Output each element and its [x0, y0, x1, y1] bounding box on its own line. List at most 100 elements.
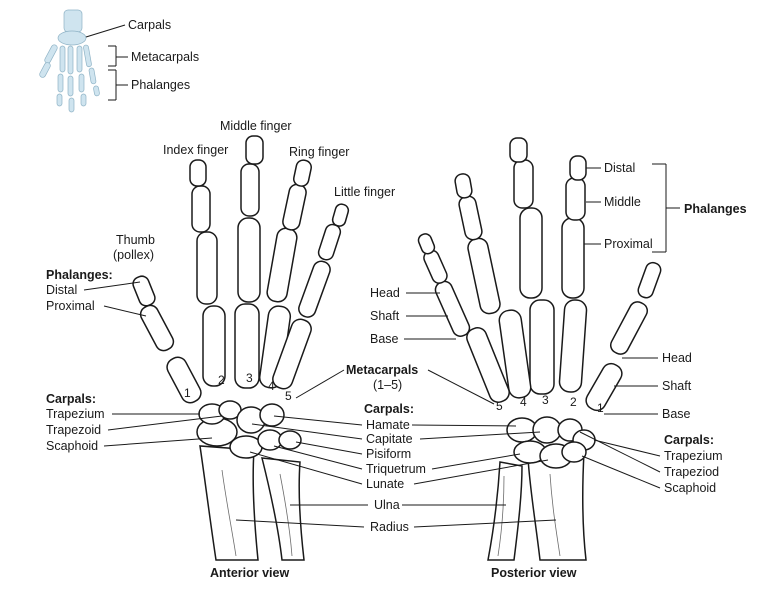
anterior-middle-proximal — [237, 217, 261, 303]
posterior-index-distal — [569, 155, 587, 181]
posterior-index-proximal — [561, 217, 585, 299]
posterior-trapezoid-label: Trapeziod — [664, 465, 719, 479]
posterior-head-right-label: Head — [662, 351, 692, 365]
posterior-little-proximal — [434, 280, 471, 337]
label-index-finger: Index finger — [163, 143, 228, 157]
posterior-view-label: Posterior view — [491, 566, 577, 580]
anterior-index-proximal — [196, 231, 218, 305]
label-thumb: Thumb — [116, 233, 155, 247]
anterior-lunate — [229, 435, 263, 459]
lunate-label: Lunate — [366, 477, 404, 491]
thumbnail-hand — [39, 9, 100, 113]
anterior-num-2: 2 — [218, 373, 225, 387]
anterior-radius — [199, 445, 259, 561]
posterior-distal-label: Distal — [604, 161, 635, 175]
anterior-num-4: 4 — [268, 379, 275, 393]
anterior-distal-label: Distal — [46, 283, 77, 297]
metacarpals-range: (1–5) — [373, 378, 402, 392]
anterior-proximal-label: Proximal — [46, 299, 95, 313]
posterior-scaphoid — [561, 441, 587, 463]
label-little-finger: Little finger — [334, 185, 395, 199]
posterior-radius — [527, 451, 587, 561]
posterior-thumb-distal — [637, 261, 662, 299]
posterior-middle-proximal — [519, 207, 543, 299]
anterior-view-label: Anterior view — [210, 566, 289, 580]
posterior-metacarpal-5 — [466, 327, 510, 403]
posterior-index-middle — [565, 177, 586, 221]
anterior-ring-proximal — [266, 227, 298, 303]
anterior-num-1: 1 — [184, 386, 191, 400]
posterior-hand — [417, 137, 662, 561]
posterior-middle-distal — [509, 137, 528, 163]
anterior-thumb-proximal — [139, 304, 175, 352]
posterior-base-right-label: Base — [662, 407, 691, 421]
ulna-label: Ulna — [374, 498, 400, 512]
posterior-ring-proximal — [467, 237, 501, 315]
triquetrum-label: Triquetrum — [366, 462, 426, 476]
posterior-little-distal — [417, 233, 436, 255]
label-pollex: (pollex) — [113, 248, 154, 262]
posterior-middle-label: Middle — [604, 195, 641, 209]
anterior-carpals-header: Carpals: — [46, 392, 96, 406]
posterior-num-1: 1 — [597, 401, 604, 415]
anterior-metacarpal-2 — [202, 305, 226, 387]
anterior-ring-middle — [282, 183, 307, 231]
anterior-thumb-distal — [132, 275, 156, 307]
posterior-num-3: 3 — [542, 393, 549, 407]
anterior-index-distal — [189, 159, 207, 187]
posterior-phalanges-header: Phalanges — [684, 202, 747, 216]
thumb-carpals-label: Carpals — [128, 18, 171, 32]
anterior-scaphoid-label: Scaphoid — [46, 439, 98, 453]
anterior-pisiform — [278, 430, 302, 450]
anterior-trapezium-label: Trapezium — [46, 407, 105, 421]
posterior-ring-distal — [454, 173, 473, 199]
posterior-metacarpal-3 — [529, 299, 555, 395]
anterior-little-distal — [331, 203, 350, 227]
anterior-phalanges-header: Phalanges: — [46, 268, 113, 282]
anterior-little-proximal — [298, 260, 331, 318]
posterior-carpals-header: Carpals: — [664, 433, 714, 447]
anterior-num-5: 5 — [285, 389, 292, 403]
posterior-ulna — [487, 461, 523, 561]
anterior-middle-distal — [245, 135, 264, 165]
posterior-middle-middle — [513, 159, 534, 209]
posterior-metacarpal-4 — [498, 309, 532, 399]
center-carpals-header: Carpals: — [364, 402, 414, 416]
anterior-hamate — [259, 403, 285, 427]
posterior-scaphoid-label: Scaphoid — [664, 481, 716, 495]
posterior-ring-middle — [458, 195, 483, 241]
posterior-proximal-label: Proximal — [604, 237, 653, 251]
anterior-metacarpal-5 — [272, 318, 312, 390]
anterior-index-middle — [191, 185, 211, 233]
thumb-metacarpals-label: Metacarpals — [131, 50, 199, 64]
posterior-trapezium-label: Trapezium — [664, 449, 723, 463]
pisiform-label: Pisiform — [366, 447, 411, 461]
posterior-num-4: 4 — [520, 395, 527, 409]
posterior-num-5: 5 — [496, 399, 503, 413]
anterior-num-3: 3 — [246, 371, 253, 385]
posterior-thumb-proximal — [609, 301, 649, 355]
posterior-shaft-left-label: Shaft — [370, 309, 400, 323]
anterior-trapezoid-label: Trapezoid — [46, 423, 101, 437]
label-ring-finger: Ring finger — [289, 145, 349, 159]
posterior-shaft-right-label: Shaft — [662, 379, 692, 393]
label-middle-finger: Middle finger — [220, 119, 292, 133]
radius-label: Radius — [370, 520, 409, 534]
anterior-ulna — [261, 457, 305, 561]
posterior-metacarpal-1 — [585, 362, 623, 412]
anterior-little-middle — [317, 223, 342, 261]
thumb-phalanges-label: Phalanges — [131, 78, 190, 92]
anterior-metacarpal-3 — [234, 303, 260, 389]
posterior-num-2: 2 — [570, 395, 577, 409]
capitate-label: Capitate — [366, 432, 413, 446]
metacarpals-header: Metacarpals — [346, 363, 418, 377]
posterior-metacarpal-2 — [558, 299, 588, 393]
anterior-ring-distal — [293, 159, 312, 187]
anterior-middle-middle — [240, 163, 260, 217]
posterior-head-left-label: Head — [370, 286, 400, 300]
posterior-capitate — [532, 416, 562, 444]
anterior-metacarpal-1 — [166, 356, 202, 404]
anterior-hand — [132, 135, 350, 561]
